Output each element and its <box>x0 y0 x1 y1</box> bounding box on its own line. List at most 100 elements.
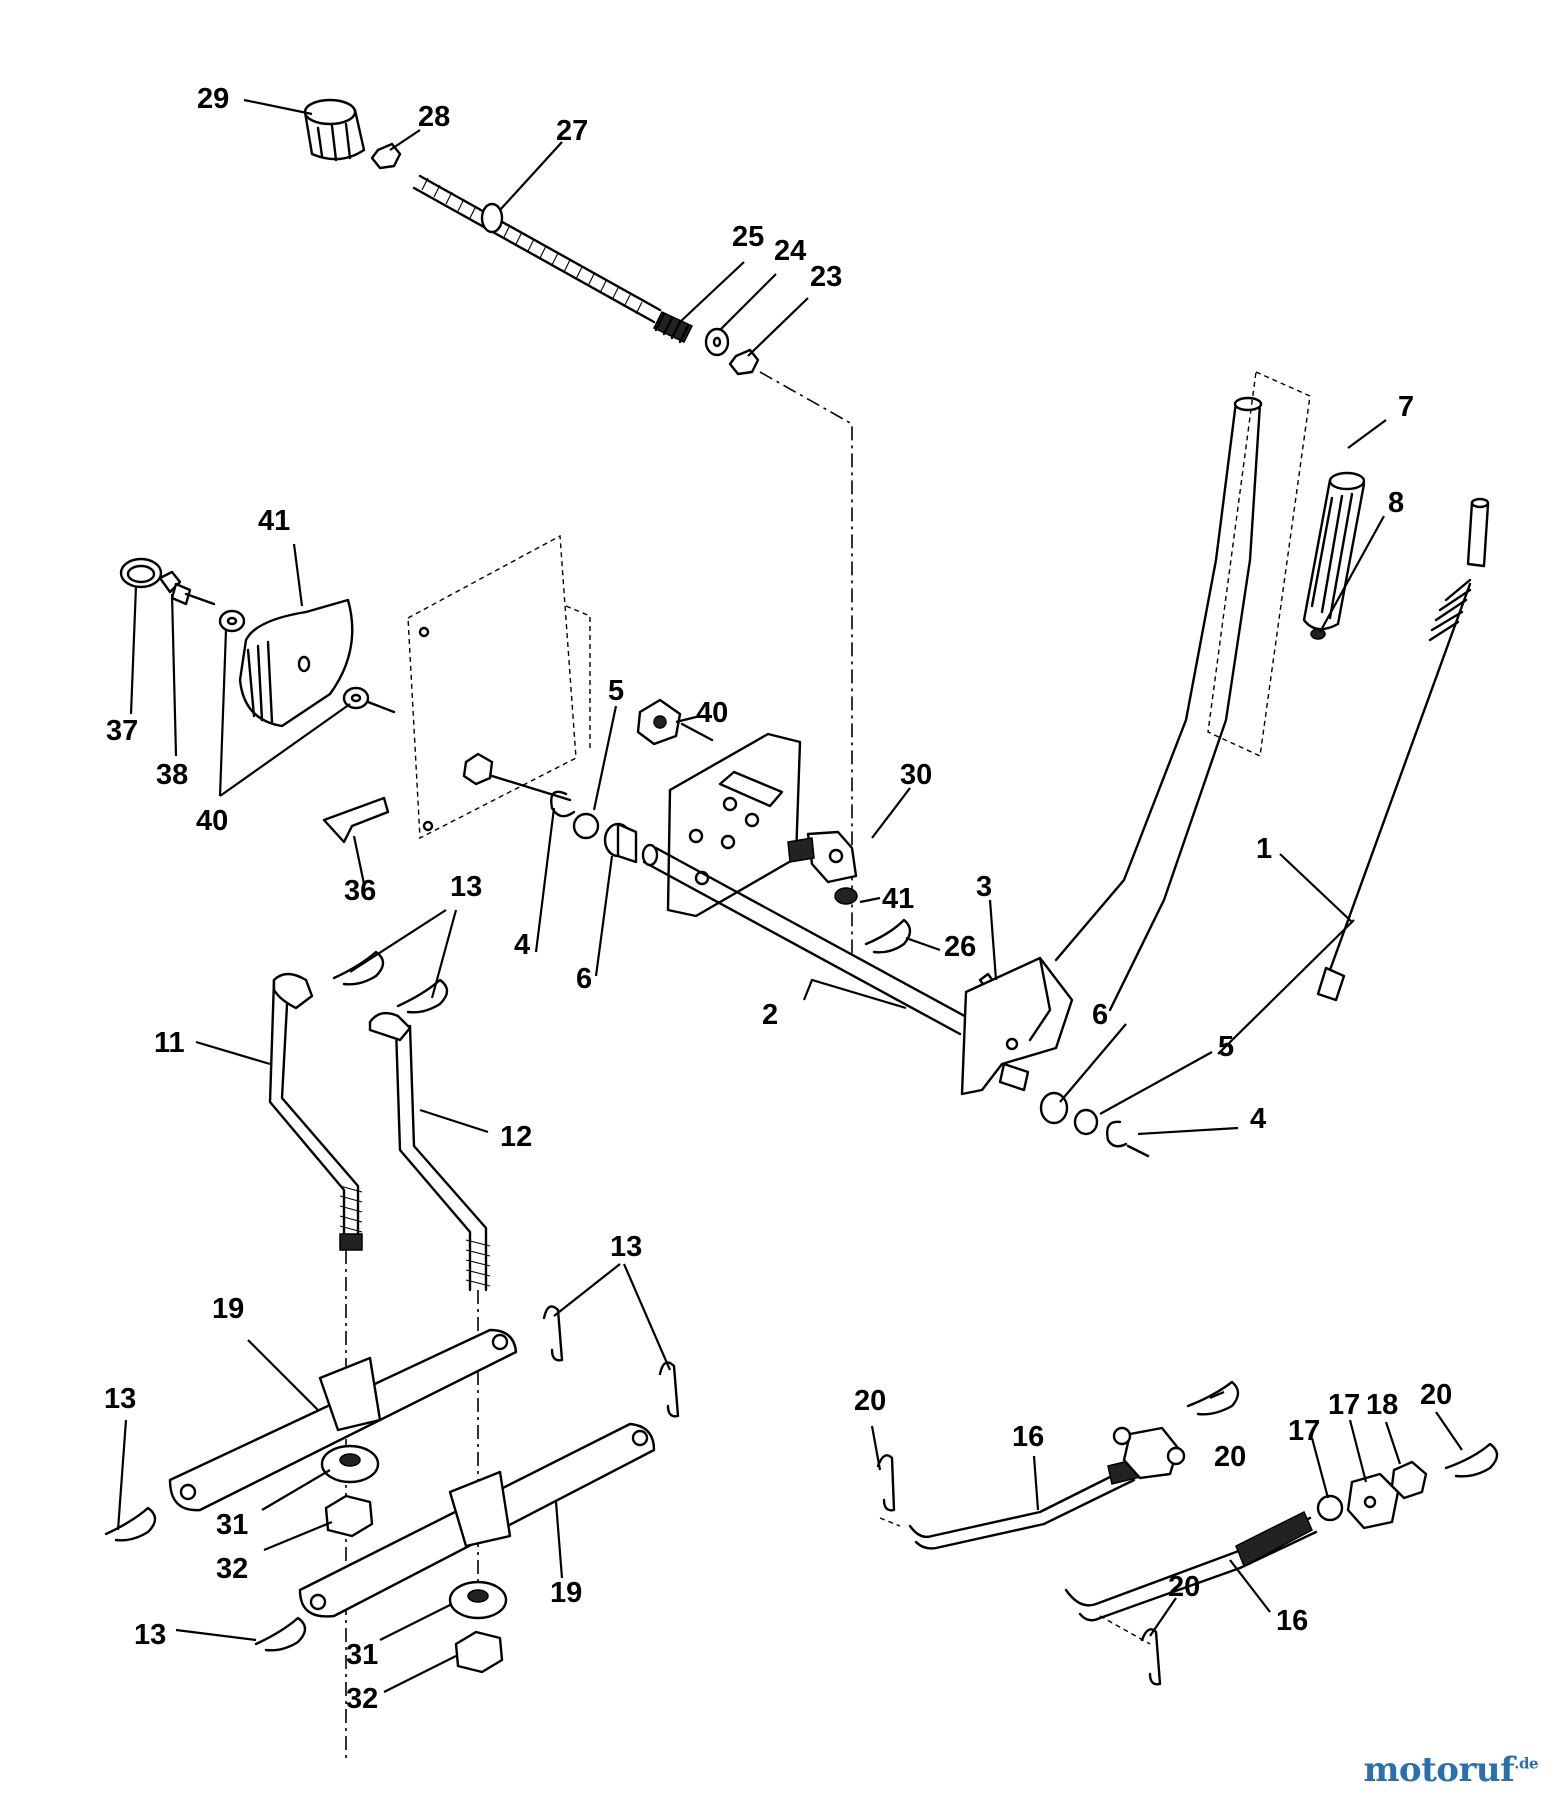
part-hairpin-13-e <box>104 1506 157 1542</box>
callout-18: 18 <box>1366 1389 1398 1421</box>
part-hairpin-13-b <box>396 978 449 1014</box>
part-nut-32-upper <box>324 1494 374 1538</box>
callout-6-right: 6 <box>1092 999 1108 1031</box>
assembly-line-bracket <box>366 700 396 714</box>
part-knob <box>303 98 366 162</box>
callout-31-upper: 31 <box>216 1509 248 1541</box>
part-snap-ring-4-left <box>550 790 576 818</box>
callout-15-lower: 16 <box>1276 1605 1308 1637</box>
callout-29: 29 <box>197 83 229 115</box>
callout-50: 41 <box>882 883 914 915</box>
part-hairpin-13-d <box>658 1361 680 1418</box>
callout-17: 17 <box>1328 1389 1360 1421</box>
callout-32-lower: 32 <box>346 1683 378 1715</box>
callout-20-a: 20 <box>854 1385 886 1417</box>
callout-1: 1 <box>1256 833 1272 865</box>
callout-2: 2 <box>762 999 778 1031</box>
part-shaft-2 <box>641 843 974 1036</box>
frame-panel-dashed <box>407 534 591 840</box>
part-cable-1 <box>1316 497 1490 1002</box>
callout-13-lower: 13 <box>134 1619 166 1651</box>
part-nut-28 <box>370 142 402 170</box>
part-nut-32-lower <box>454 1630 504 1674</box>
part-hairpin-20-c <box>1444 1442 1499 1478</box>
part-hairpin-20-d <box>1140 1628 1162 1686</box>
part-lift-link-11 <box>268 972 363 1251</box>
part-washer-40-a <box>218 609 246 633</box>
watermark-suffix: .de <box>1514 1754 1538 1773</box>
part-bushing-6-left <box>603 822 638 864</box>
callout-20-b: 20 <box>1214 1441 1246 1473</box>
part-washer-5-right <box>1073 1108 1099 1136</box>
callout-4-right: 4 <box>1250 1103 1266 1135</box>
callout-40: 40 <box>196 805 228 837</box>
watermark-brand: motoruf <box>1363 1750 1515 1790</box>
callout-7: 7 <box>1398 391 1414 423</box>
part-grommet-31-lower <box>448 1580 508 1620</box>
assembly-line-rod <box>759 371 853 958</box>
part-trunnion-30 <box>787 830 858 884</box>
assembly-line-right <box>1126 1144 1150 1158</box>
callout-41: 41 <box>258 505 290 537</box>
callout-38: 38 <box>156 759 188 791</box>
part-ring-8 <box>1310 628 1326 640</box>
part-rod-15-lower <box>1064 1510 1318 1622</box>
callout-13-left: 13 <box>104 1383 136 1415</box>
callout-11: 11 <box>154 1027 185 1059</box>
callout-20-d: 20 <box>1168 1571 1200 1603</box>
part-mounting-plate <box>666 732 802 918</box>
part-washer-24 <box>704 327 730 357</box>
part-hairpin-26 <box>864 918 912 954</box>
part-hairpin-13-c <box>542 1305 564 1362</box>
part-ferrule-block-upper <box>1112 1426 1186 1480</box>
part-nut-49 <box>636 698 682 746</box>
assembly-line-49 <box>680 722 714 742</box>
callout-19-upper: 19 <box>212 1293 244 1325</box>
callout-36: 36 <box>344 875 376 907</box>
callout-30: 30 <box>900 759 932 791</box>
callout-32-upper: 32 <box>216 1553 248 1585</box>
part-lift-link-12 <box>368 1011 491 1292</box>
callout-12: 12 <box>500 1121 532 1153</box>
part-snap-ring-4-right <box>1106 1120 1128 1148</box>
part-nut-18 <box>1390 1460 1428 1500</box>
part-clip-36 <box>322 796 390 844</box>
callout-16: 17 <box>1288 1415 1320 1447</box>
part-bushing-panel <box>462 752 494 786</box>
part-ferrule-16 <box>1316 1494 1344 1522</box>
assembly-line-15-lower <box>1099 1615 1151 1645</box>
part-hairpin-13-a <box>332 950 385 986</box>
callout-49: 40 <box>696 697 728 729</box>
callout-8: 8 <box>1388 487 1404 519</box>
callout-13-upper: 13 <box>450 871 482 903</box>
callout-6-left: 6 <box>576 963 592 995</box>
part-washer-40-b <box>342 686 370 710</box>
part-grommet-31-upper <box>320 1444 380 1484</box>
watermark-logo: motoruf.de <box>1363 1750 1538 1790</box>
part-grip-7 <box>1302 471 1366 631</box>
part-bushing-6-right <box>998 1062 1069 1125</box>
callout-20-c: 20 <box>1420 1379 1452 1411</box>
callout-13-mid: 13 <box>610 1231 642 1263</box>
callout-15-upper: 16 <box>1012 1421 1044 1453</box>
part-hairpin-13-f <box>254 1616 307 1652</box>
callout-4-left: 4 <box>514 929 530 961</box>
part-lift-arm-19-upper <box>168 1328 518 1512</box>
callout-25: 25 <box>732 221 764 253</box>
callout-19-lower: 19 <box>550 1577 582 1609</box>
leader-lines <box>116 98 1463 1693</box>
callout-26: 26 <box>944 931 976 963</box>
callout-27: 27 <box>556 115 588 147</box>
callout-5-right: 5 <box>1218 1031 1234 1063</box>
part-rod-15-upper <box>908 1457 1145 1550</box>
grip-outline-dashed <box>1207 370 1311 758</box>
callout-5-left: 5 <box>608 675 624 707</box>
part-bolt-38 <box>158 570 216 606</box>
part-block-17 <box>1346 1472 1400 1530</box>
callout-labels: 29 28 27 25 24 23 7 8 41 37 38 40 36 5 4… <box>104 83 1452 1715</box>
callout-37: 37 <box>106 715 138 747</box>
part-ring-37 <box>119 557 163 589</box>
assembly-line-shaft <box>490 774 572 802</box>
callout-31-lower: 31 <box>346 1639 378 1671</box>
